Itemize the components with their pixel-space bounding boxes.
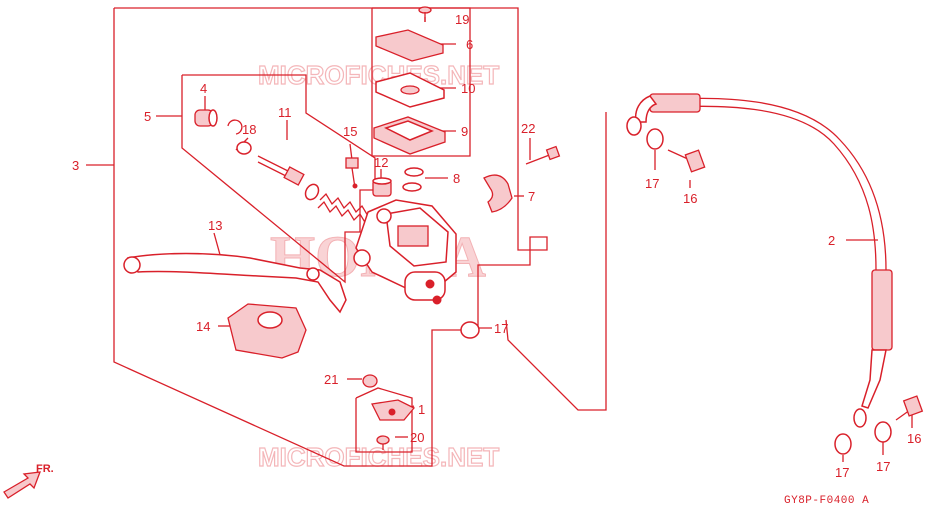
callout-20: 20 [410, 430, 424, 445]
callout-16-lower: 16 [907, 431, 921, 446]
diaphragm [373, 116, 446, 155]
boot-4 [194, 109, 218, 127]
callout-2: 2 [828, 233, 835, 248]
hose-outline [505, 112, 607, 411]
callout-17-body: 17 [494, 321, 508, 336]
brake-hose [626, 93, 893, 428]
o-rings [402, 167, 424, 192]
callout-17-upper: 17 [645, 176, 659, 191]
callout-19: 19 [455, 12, 469, 27]
assembly-outline [113, 7, 548, 467]
reservoir-cap [375, 29, 444, 62]
watermark-site-bottom: MICROFICHES.NET [258, 442, 499, 472]
bolt-16-upper [667, 149, 706, 173]
screw-20 [376, 435, 390, 450]
callout-11: 11 [278, 105, 292, 120]
piston-subassembly-outline [181, 74, 376, 284]
callout-9: 9 [461, 124, 468, 139]
callout-17-lower-left: 17 [835, 465, 849, 480]
washer-17-upper [646, 128, 664, 150]
washer-17-body [460, 321, 480, 339]
bolt-22 [525, 145, 561, 165]
diagram-code: GY8P-F0400 A [784, 495, 869, 507]
callout-3: 3 [72, 158, 79, 173]
callout-21: 21 [324, 372, 338, 387]
washer-17-lower-left [834, 433, 852, 455]
cover-14 [227, 303, 307, 359]
nut-21 [362, 374, 378, 388]
switch-outline [355, 387, 413, 453]
front-direction-arrow: FR. [3, 463, 54, 499]
master-cylinder-body [353, 199, 457, 305]
diaphragm-plate [375, 72, 445, 108]
callout-14: 14 [196, 319, 210, 334]
piston-assembly [257, 155, 369, 225]
reservoir-outline [371, 7, 471, 157]
callout-7: 7 [528, 189, 535, 204]
brake-switch [371, 399, 416, 421]
callout-16-upper: 16 [683, 191, 697, 206]
callout-1: 1 [418, 402, 425, 417]
callout-15: 15 [343, 124, 357, 139]
bolt-15 [345, 157, 359, 189]
callout-10: 10 [461, 81, 475, 96]
screw-19 [418, 6, 432, 22]
callout-5: 5 [144, 109, 151, 124]
callout-8: 8 [453, 171, 460, 186]
cup-12 [372, 177, 392, 197]
washer-17-lower-right [874, 421, 892, 443]
callout-22: 22 [521, 121, 535, 136]
callout-18: 18 [242, 122, 256, 137]
callout-17-lower-right: 17 [876, 459, 890, 474]
bolt-16-lower [895, 395, 924, 421]
brake-lever [123, 252, 347, 314]
callout-numbers: 1 2 3 4 5 6 7 8 9 10 11 12 13 14 15 16 1… [72, 12, 921, 480]
holder-7 [483, 174, 513, 213]
callout-13: 13 [208, 218, 222, 233]
callout-4: 4 [200, 81, 207, 96]
callout-12: 12 [374, 155, 388, 170]
circlip-18 [227, 119, 252, 155]
callout-6: 6 [466, 37, 473, 52]
front-direction-label: FR. [36, 463, 54, 475]
